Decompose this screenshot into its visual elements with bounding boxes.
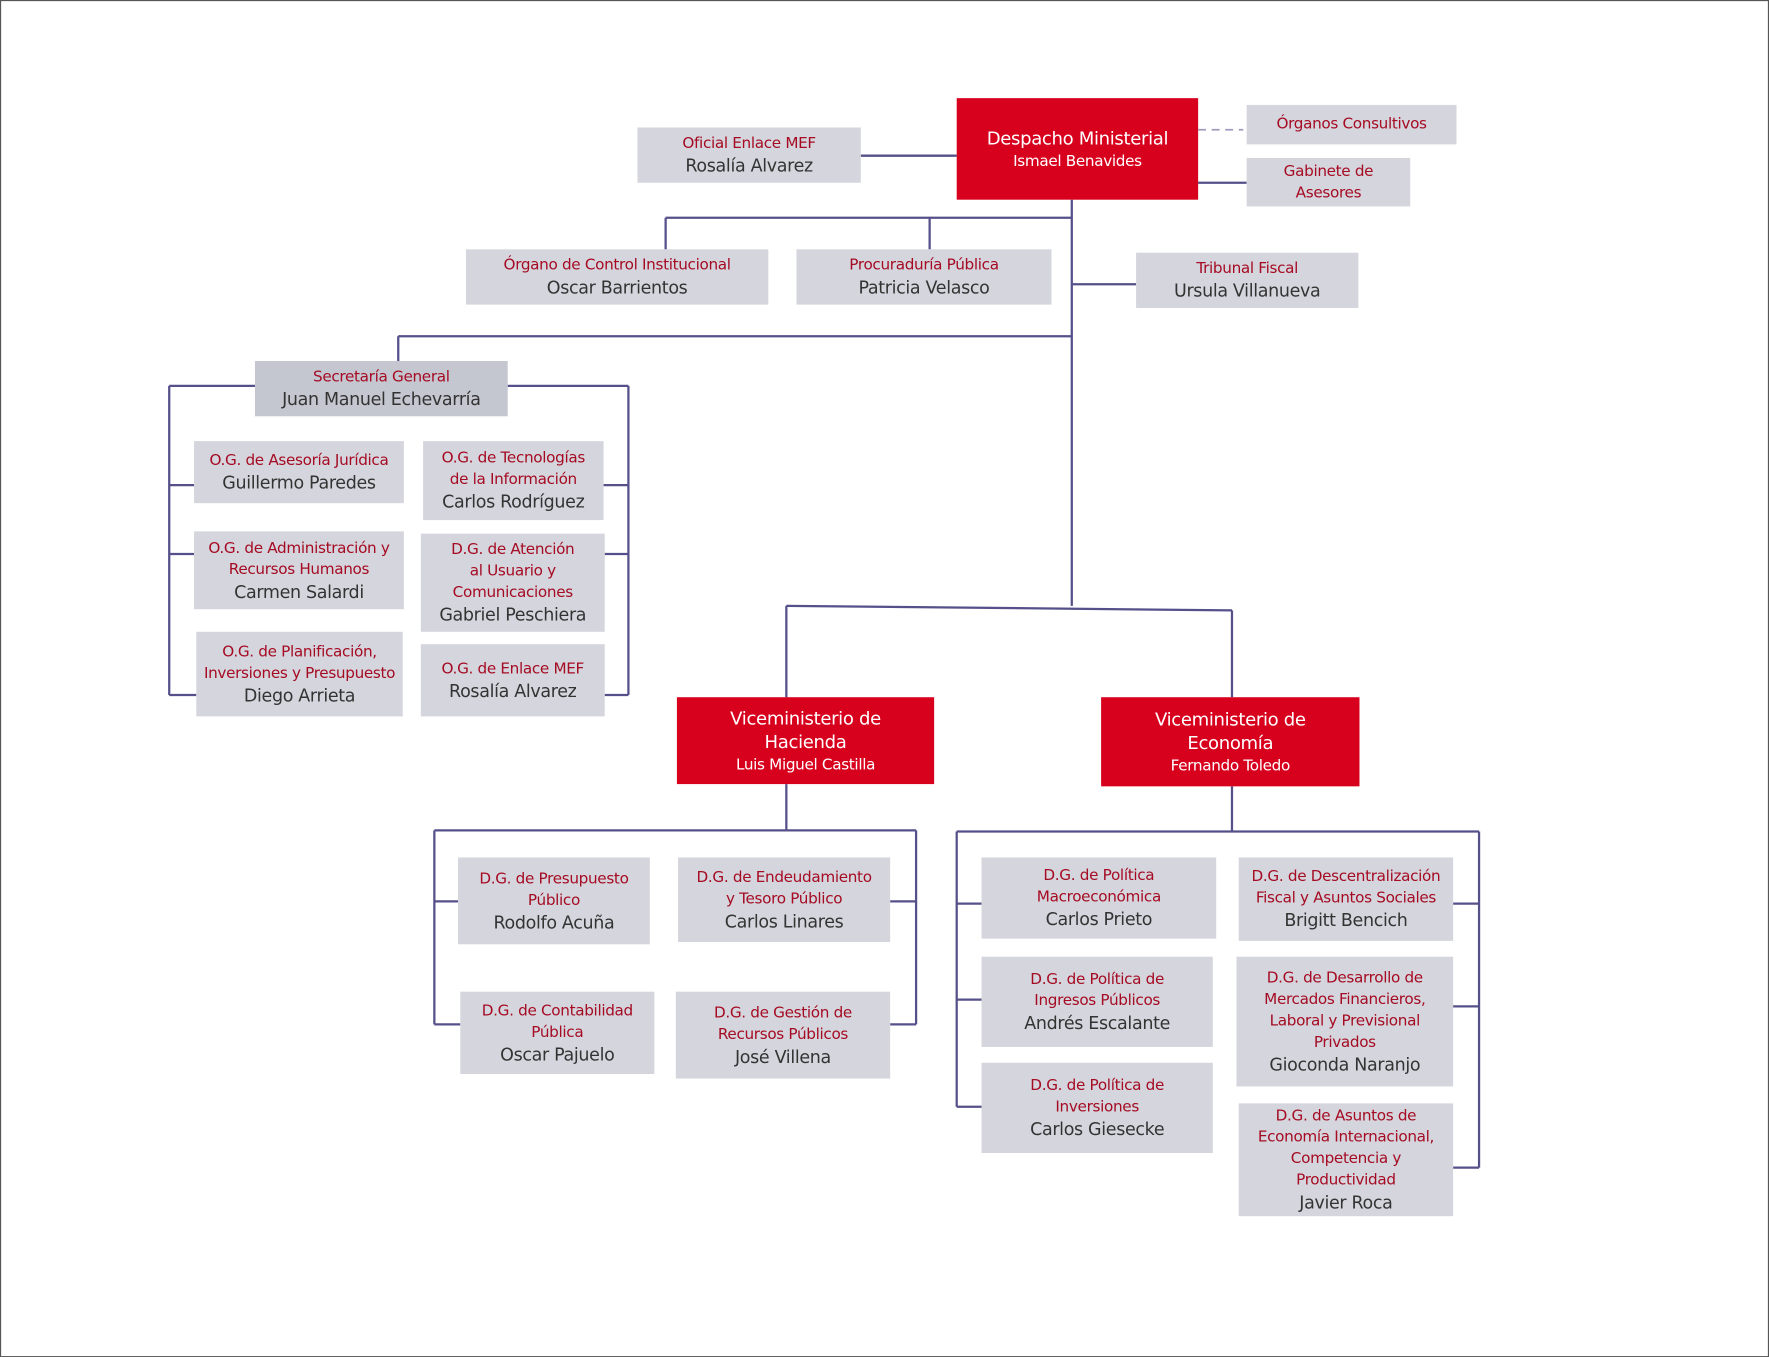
node-title: Oficial Enlace MEF: [682, 134, 816, 153]
node-asuntos: D.G. de Asuntos de Economía Internaciona…: [1238, 1103, 1454, 1217]
node-title: D.G. de Endeudamiento y Tesoro Público: [696, 868, 872, 908]
node-person-name: Diego Arrieta: [243, 685, 356, 706]
node-person-name: Rosalía Alvarez: [449, 680, 577, 702]
node-title: D.G. de Descentralización Fiscal y Asunt…: [1251, 867, 1441, 908]
node-enlace: O.G. de Enlace MEF Rosalía Alvarez: [420, 644, 605, 717]
node-title: Viceministerio de Economía: [1154, 707, 1306, 754]
node-title: D.G. de Asuntos de Economía Internaciona…: [1257, 1106, 1435, 1190]
node-person-name: Carlos Giesecke: [1030, 1119, 1165, 1140]
node-title: Secretaría General: [313, 367, 450, 386]
node-organos: Órganos Consultivos: [1246, 104, 1457, 145]
node-title: D.G. de Gestión de Recursos Públicos: [713, 1003, 852, 1044]
node-person-name: Ursula Villanueva: [1173, 280, 1321, 302]
node-descentralizacion: D.G. de Descentralización Fiscal y Asunt…: [1238, 857, 1454, 941]
node-title: O.G. de Administración y Recursos Humano…: [208, 538, 390, 579]
node-person-name: Patricia Velasco: [858, 277, 990, 298]
node-oficial: Oficial Enlace MEF Rosalía Alvarez: [637, 127, 861, 183]
node-person-name: Luis Miguel Castilla: [735, 755, 876, 774]
node-admin: O.G. de Administración y Recursos Humano…: [194, 531, 404, 610]
node-person-name: Oscar Barrientos: [546, 277, 688, 298]
connector-line: [786, 604, 1232, 612]
node-title: D.G. de Presupuesto Público: [479, 869, 629, 909]
node-desarrollo: D.G. de Desarrollo de Mercados Financier…: [1236, 956, 1454, 1087]
node-title: D.G. de Política Macroeconómica: [1036, 866, 1162, 906]
node-person-name: Gioconda Naranjo: [1269, 1054, 1421, 1075]
node-title: D.G. de Política de Ingresos Públicos: [1030, 970, 1165, 1010]
node-title: O.G. de Enlace MEF: [441, 659, 585, 678]
node-title: O.G. de Planificación, Inversiones y Pre…: [203, 642, 396, 682]
node-person-name: Guillermo Paredes: [222, 472, 376, 494]
node-title: Tribunal Fiscal: [1196, 259, 1299, 278]
node-title: Procuraduría Pública: [849, 256, 999, 275]
node-title: D.G. de Contabilidad Pública: [481, 1001, 633, 1041]
node-atencion: D.G. de Atención al Usuario y Comunicaci…: [420, 533, 605, 632]
node-person-name: Rosalía Alvarez: [685, 155, 813, 176]
node-person-name: Javier Roca: [1299, 1192, 1393, 1213]
node-title: Órganos Consultivos: [1276, 115, 1427, 134]
node-title: D.G. de Política de Inversiones: [1030, 1076, 1165, 1116]
node-person-name: Rodolfo Acuña: [493, 912, 615, 933]
node-person-name: Carlos Linares: [724, 911, 844, 932]
node-title: Gabinete de Asesores: [1283, 161, 1374, 202]
node-person-name: Carlos Rodríguez: [442, 491, 585, 513]
node-person-name: Ismael Benavides: [1013, 151, 1142, 170]
node-title: O.G. de Asesoría Jurídica: [209, 451, 389, 470]
node-person-name: Gabriel Peschiera: [439, 604, 587, 626]
node-title: D.G. de Atención al Usuario y Comunicaci…: [451, 540, 575, 602]
node-title: Órgano de Control Institucional: [503, 256, 731, 275]
node-gabinete: Gabinete de Asesores: [1246, 157, 1411, 207]
node-title: Despacho Ministerial: [986, 126, 1169, 149]
node-title: D.G. de Desarrollo de Mercados Financier…: [1264, 968, 1426, 1051]
node-person-name: Brigitt Bencich: [1284, 910, 1408, 931]
node-person-name: Andrés Escalante: [1024, 1013, 1171, 1034]
node-person-name: Carlos Prieto: [1045, 909, 1153, 930]
node-person-name: José Villena: [734, 1046, 831, 1067]
node-person-name: Carmen Salardi: [234, 581, 364, 602]
node-person-name: Oscar Pajuelo: [500, 1044, 615, 1065]
node-person-name: Fernando Toledo: [1170, 756, 1291, 775]
node-title: O.G. de Tecnologías de la Información: [441, 449, 586, 489]
node-planificacion: O.G. de Planificación, Inversiones y Pre…: [196, 631, 403, 717]
node-title: Viceministerio de Hacienda: [730, 706, 881, 752]
node-person-name: Juan Manuel Echevarría: [282, 389, 481, 410]
